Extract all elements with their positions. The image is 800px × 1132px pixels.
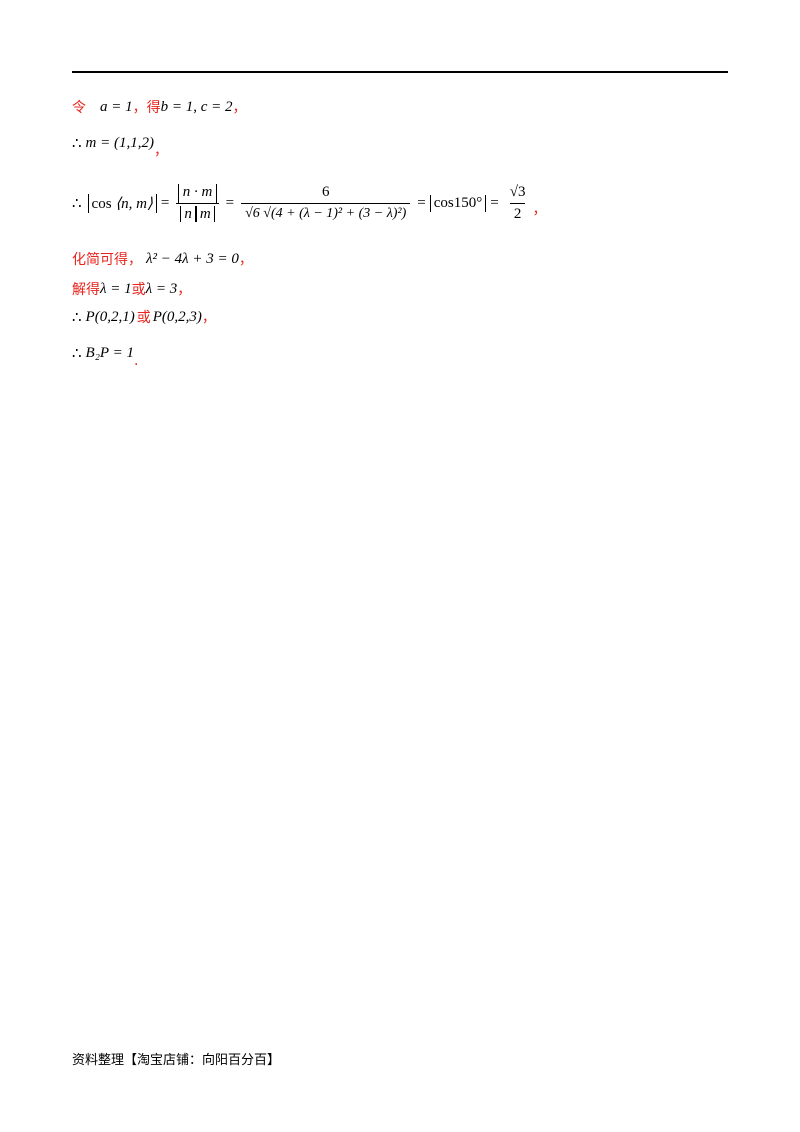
expr-b-c: b = 1, c = 2 [160,98,233,115]
cos-label: cos [91,195,112,212]
comma: ， [238,252,253,268]
norm-m: m [195,205,215,222]
abs-cos-angle: cos ⟨n, m⟩ [87,193,157,213]
footer-source-text: 资料整理【淘宝店铺：向阳百分百】 [72,1053,281,1068]
vector-m-definition: m = (1,1,2) [85,134,154,151]
numerator-six: 6 [321,184,330,200]
angle-n-m: ⟨n, m⟩ [115,195,153,212]
comma: ， [532,202,547,218]
solution-lambda-1: λ = 1 [100,280,132,297]
dot-product-n-m: n · m [177,183,218,203]
comma: ， [177,282,192,298]
quadratic-equation: λ² − 4λ + 3 = 0 [146,250,239,267]
text-ling: 令 [72,100,86,116]
text-solve: 解得 [72,282,100,298]
comma: ， [232,100,247,116]
numerator-root3: √3 [509,183,526,200]
abs-cos150: cos150° [429,194,487,212]
expr-a-equals-1: a = 1 [100,98,133,115]
fraction-six-over-root: 6 √6 √(4 + (λ − 1)² + (3 − λ)²) [241,184,411,222]
therefore-symbol: ∴ [72,309,82,326]
therefore-symbol: ∴ [72,195,82,212]
denominator-two: 2 [509,202,526,223]
result-b2p: B₂P = 1 [85,344,134,361]
period: . [133,353,139,369]
therefore-symbol: ∴ [72,345,82,362]
denominator-root-expression: √6 √(4 + (λ − 1)² + (3 − λ)²) [241,203,411,222]
solution-line-5: 解得 λ = 1 或 λ = 3 ， [72,279,191,299]
norm-n: n [180,205,196,222]
solution-line-6: ∴ P(0,2,1) 或 P(0,2,3) ， [72,307,216,327]
text-de: 得 [146,100,161,116]
equals-sign: = [490,194,499,211]
text-simplify: 化简可得， [72,252,142,268]
point-p-option-2: P(0,2,3) [152,308,202,325]
therefore-symbol: ∴ [72,135,82,152]
header-rule [72,71,728,73]
solution-line-7: ∴ B₂P = 1 . [72,337,139,370]
solution-lambda-3: λ = 3 [145,280,178,297]
solution-line-2: ∴ m = (1,1,2) ， [72,126,168,160]
text-or: 或 [136,310,151,326]
comma: ， [201,310,216,326]
fraction-root3-over-2: √3 2 [506,184,530,223]
equals-sign: = [225,194,235,211]
solution-line-1: 令 a = 1 ， 得 b = 1, c = 2 ， [72,97,247,117]
comma: ， [154,143,168,159]
text-or: 或 [131,282,146,298]
comma: ， [132,100,147,116]
equals-sign: = [417,194,426,211]
solution-line-4: 化简可得， λ² − 4λ + 3 = 0 ， [72,249,253,269]
point-p-option-1: P(0,2,1) [85,308,135,325]
equals-sign: = [160,194,170,211]
